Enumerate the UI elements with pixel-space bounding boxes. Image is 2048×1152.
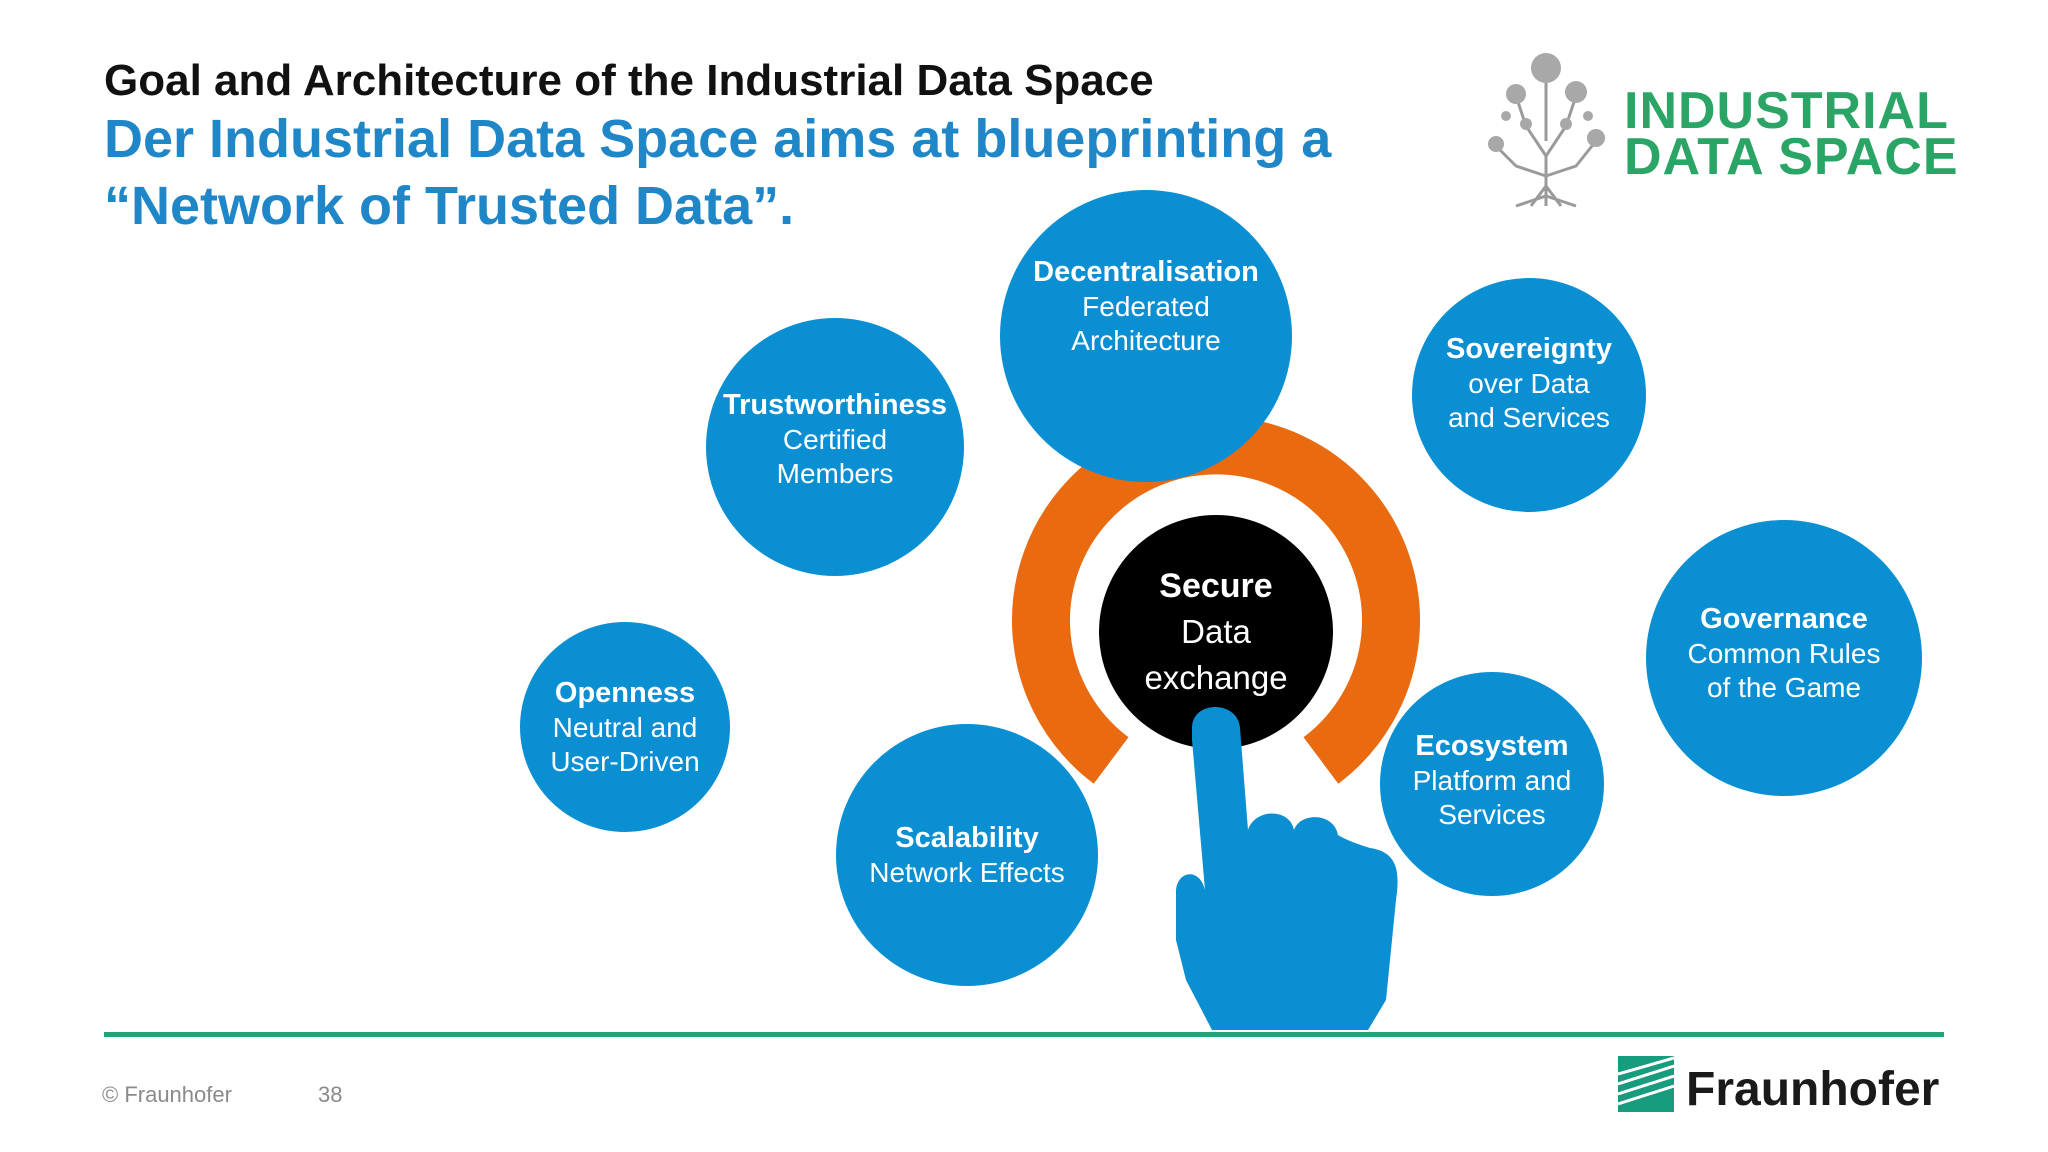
circle-sovereignty: Sovereignty over Data and Services	[1412, 278, 1646, 512]
circle-line-1: Neutral and	[552, 711, 698, 743]
circle-title: Decentralisation	[1033, 255, 1259, 288]
page-number: 38	[318, 1082, 343, 1107]
circle-trustworthiness: Trustworthiness Certified Members	[706, 318, 964, 576]
logo-line-2: DATA SPACE	[1624, 128, 1959, 186]
circle-title: Governance	[1700, 602, 1868, 635]
circle-ecosystem: Ecosystem Platform and Services	[1380, 672, 1604, 896]
industrial-data-space-logo: INDUSTRIAL DATA SPACE	[1476, 46, 1960, 216]
fraunhofer-logo: Fraunhofer	[1618, 1056, 1948, 1116]
circle-line-1: Common Rules	[1687, 637, 1881, 669]
circle-line-2: Services	[1438, 798, 1546, 830]
center-line-3: exchange	[1144, 659, 1288, 696]
circle-line-2: Members	[776, 457, 894, 489]
circle-line-1: Federated	[1082, 290, 1210, 322]
circle-openness: Openness Neutral and User-Driven	[520, 622, 730, 832]
slide-title: Goal and Architecture of the Industrial …	[104, 56, 1154, 105]
circle-title: Sovereignty	[1446, 332, 1612, 365]
logo-text: INDUSTRIAL DATA SPACE	[1624, 82, 1959, 186]
circle-line-2: of the Game	[1706, 671, 1862, 703]
center-secure-data-exchange: Secure Data exchange	[1100, 516, 1332, 748]
circle-title: Openness	[554, 676, 696, 709]
circle-title: Trustworthiness	[723, 388, 947, 421]
circle-governance: Governance Common Rules of the Game	[1646, 520, 1922, 796]
circle-line-2: User-Driven	[550, 745, 700, 777]
circle-line-2: Architecture	[1071, 324, 1221, 356]
slide-subtitle: Der Industrial Data Space aims at bluepr…	[104, 109, 1332, 236]
footer-copyright: © Fraunhofer	[102, 1082, 232, 1107]
circle-scalability: Scalability Network Effects	[836, 724, 1098, 986]
circle-line-2: and Services	[1448, 401, 1610, 433]
circle-decentralisation: Decentralisation Federated Architecture	[1000, 190, 1292, 482]
circle-line-1: Network Effects	[869, 856, 1065, 888]
circle-line-1: over Data	[1468, 367, 1590, 399]
circle-line-1: Certified	[782, 423, 888, 455]
circle-line-1: Platform and	[1412, 764, 1572, 796]
circle-title: Scalability	[895, 821, 1039, 854]
center-line-1: Secure	[1159, 567, 1273, 605]
center-black-disc	[1099, 515, 1333, 749]
tree-network-icon	[1488, 53, 1605, 208]
center-line-2: Data	[1181, 613, 1251, 650]
circle-title: Ecosystem	[1415, 729, 1569, 762]
pointing-hand-icon	[1176, 707, 1398, 1030]
fraunhofer-stripes-icon	[1618, 1056, 1674, 1112]
logo-line-1: INDUSTRIAL	[1624, 82, 1949, 140]
fraunhofer-wordmark: Fraunhofer	[1686, 1063, 1940, 1116]
footer-rule	[104, 1032, 1944, 1037]
